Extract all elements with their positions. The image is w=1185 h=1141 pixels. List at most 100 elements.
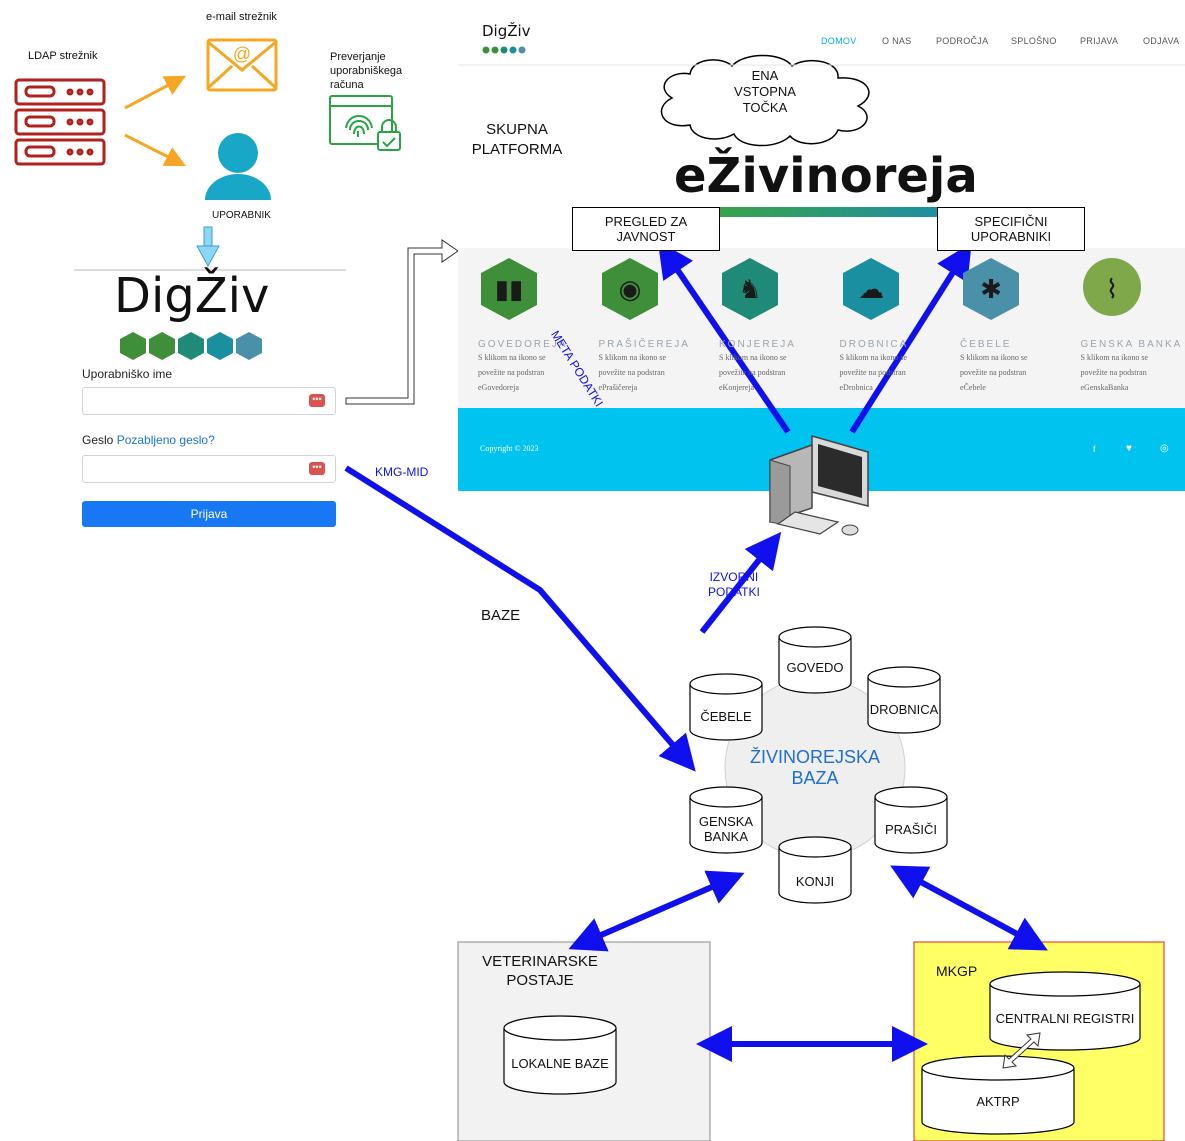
tile-title: GENSKA BANKA (1080, 339, 1183, 350)
dribbble-icon[interactable]: ◎ (1160, 443, 1169, 454)
cow-icon[interactable]: ▮▮ (478, 256, 540, 322)
email-icon (206, 38, 278, 92)
password-manager-icon-2[interactable]: ••• (309, 462, 325, 475)
db-local: LOKALNE BAZE (511, 1056, 609, 1071)
horse-icon (178, 332, 204, 360)
bee-icon[interactable]: ✱ (960, 256, 1022, 322)
pig-icon[interactable]: ◉ (599, 256, 661, 322)
nav-podrocja[interactable]: PODROČJA (936, 36, 989, 46)
db-cebele: ČEBELE (700, 709, 752, 724)
db-aktrp: AKTRP (976, 1094, 1020, 1109)
server-icon (14, 78, 106, 166)
tile-description: povežite na podstran (719, 368, 786, 377)
tile-čebele[interactable]: ✱ ČEBELE S klikom na ikono se povežite na p… (960, 256, 1075, 395)
user-label: UPORABNIK (212, 210, 271, 221)
veterinary-title: VETERINARSKE POSTAJE (482, 953, 598, 989)
password-manager-icon[interactable]: ••• (309, 394, 325, 407)
source-data-label: IZVORNI PODATKI (708, 570, 760, 599)
bee-icon (236, 332, 262, 360)
db-mkgp-arrow (890, 865, 1048, 951)
fingerprint-lock-icon (329, 95, 401, 151)
tile-description: S klikom na ikono se (839, 353, 908, 362)
tile-description: povežite na podstran (478, 368, 545, 377)
nav-splosno[interactable]: SPLOŠNO (1011, 36, 1057, 46)
meta-arrow-public (657, 241, 791, 434)
tile-description: S klikom na ikono se (478, 353, 546, 362)
username-input[interactable]: ••• (82, 387, 336, 415)
password-input[interactable]: ••• (82, 455, 336, 483)
tile-description: S klikom na ikono se (719, 353, 787, 362)
nav-odjava[interactable]: ODJAVA (1143, 36, 1180, 46)
computer-icon (769, 435, 869, 536)
nav-prijava[interactable]: PRIJAVA (1080, 36, 1119, 46)
tile-description: povežite na podstran (839, 368, 906, 377)
email-server-label: e-mail strežnik (206, 11, 277, 23)
bases-label: BAZE (481, 607, 521, 624)
username-label: Uporabniško ime (82, 367, 173, 381)
website-logo-icons (482, 41, 528, 59)
tile-description: povežite na podstran (960, 368, 1027, 377)
tile-govedoreja[interactable]: ▮▮ GOVEDOREJA S klikom na ikono se povežite… (478, 256, 593, 395)
tile-description: eGenskaBanka (1080, 383, 1129, 392)
sheep-icon[interactable]: ☁ (840, 256, 902, 322)
password-label: Geslo (82, 433, 114, 447)
specific-users-box: SPECIFIČNI UPORABNIKI (937, 207, 1085, 251)
central-db-label: ŽIVINOREJSKA BAZA (749, 747, 881, 788)
login-logo-icons (118, 331, 274, 366)
ldap-to-email-arrow (124, 75, 186, 110)
sheep-icon (207, 332, 233, 360)
nav-o-nas[interactable]: O NAS (882, 36, 912, 46)
login-to-platform-arrow (345, 239, 459, 405)
mkgp-db-cylinders (921, 971, 1141, 1135)
tile-title: GOVEDOREJA (478, 339, 568, 350)
tile-title: PRAŠIČEREJA (598, 339, 690, 350)
tile-genska-banka[interactable]: ⌇ GENSKA BANKA S klikom na ikono se povežit… (1081, 256, 1185, 395)
meta-arrow-specific (849, 242, 972, 434)
user-to-login-arrow (196, 226, 220, 268)
tile-description: eGovedoreja (478, 383, 519, 392)
tile-title: ČEBELE (960, 339, 1012, 350)
platform-title: eŽivinoreja (674, 148, 978, 204)
tile-description: S klikom na ikono se (1080, 353, 1149, 362)
login-button[interactable]: Prijava (82, 501, 336, 527)
ldap-label: LDAP strežnik (28, 50, 98, 62)
svg-text:☁: ☁ (858, 275, 884, 305)
db-prasici: PRAŠIČI (884, 822, 937, 837)
login-logo-text: DigŽiv (114, 268, 270, 324)
twitter-icon[interactable]: ♥ (1126, 443, 1132, 454)
registry-aktrp-arrow (1002, 1032, 1041, 1069)
horse-icon[interactable]: ♞ (719, 256, 781, 322)
db-vet-arrow (568, 870, 745, 952)
svg-text:◉: ◉ (618, 275, 641, 305)
ldap-to-user-arrow (124, 133, 187, 167)
kmg-mid-arrow (344, 465, 696, 772)
svg-text:✱: ✱ (980, 275, 1002, 305)
tile-description: ePrašičereja (598, 383, 638, 392)
tile-description: eDrobnica (839, 383, 873, 392)
svg-text:@: @ (233, 44, 251, 64)
db-genska-banka: GENSKA BANKA (698, 814, 754, 844)
tile-description: eKonjereja (719, 383, 755, 392)
svg-text:♞: ♞ (738, 275, 761, 305)
nav-domov[interactable]: DOMOV (821, 36, 857, 46)
svg-text:▮▮: ▮▮ (495, 275, 524, 305)
tile-description: povežite na podstran (598, 368, 665, 377)
tile-title: DROBNICA (839, 339, 909, 350)
tile-title: KONJEREJA (719, 339, 796, 350)
dna-icon[interactable]: ⌇ (1081, 256, 1143, 322)
tile-drobnica[interactable]: ☁ DROBNICA S klikom na ikono se povežite na… (840, 256, 955, 395)
platform-label: SKUPNA PLATFORMA (471, 121, 563, 158)
tile-konjereja[interactable]: ♞ KONJEREJA S klikom na ikono se povežite n… (719, 256, 834, 395)
cloud-label: ENA VSTOPNA TOČKA (734, 68, 796, 115)
forgot-password-link[interactable]: Pozabljeno geslo? (116, 433, 215, 447)
tile-description: povežite na podstran (1080, 368, 1147, 377)
facebook-icon[interactable]: f (1093, 444, 1096, 454)
db-central-registers: CENTRALNI REGISTRI (995, 1011, 1135, 1026)
tile-description: eČebele (960, 383, 986, 392)
website-logo[interactable]: DigŽiv (482, 22, 531, 40)
tile-description: S klikom na ikono se (960, 353, 1028, 362)
password-label-row: Geslo Pozabljeno geslo? (82, 433, 215, 447)
public-view-box: PREGLED ZA JAVNOST (572, 207, 720, 251)
pig-icon (149, 332, 175, 360)
